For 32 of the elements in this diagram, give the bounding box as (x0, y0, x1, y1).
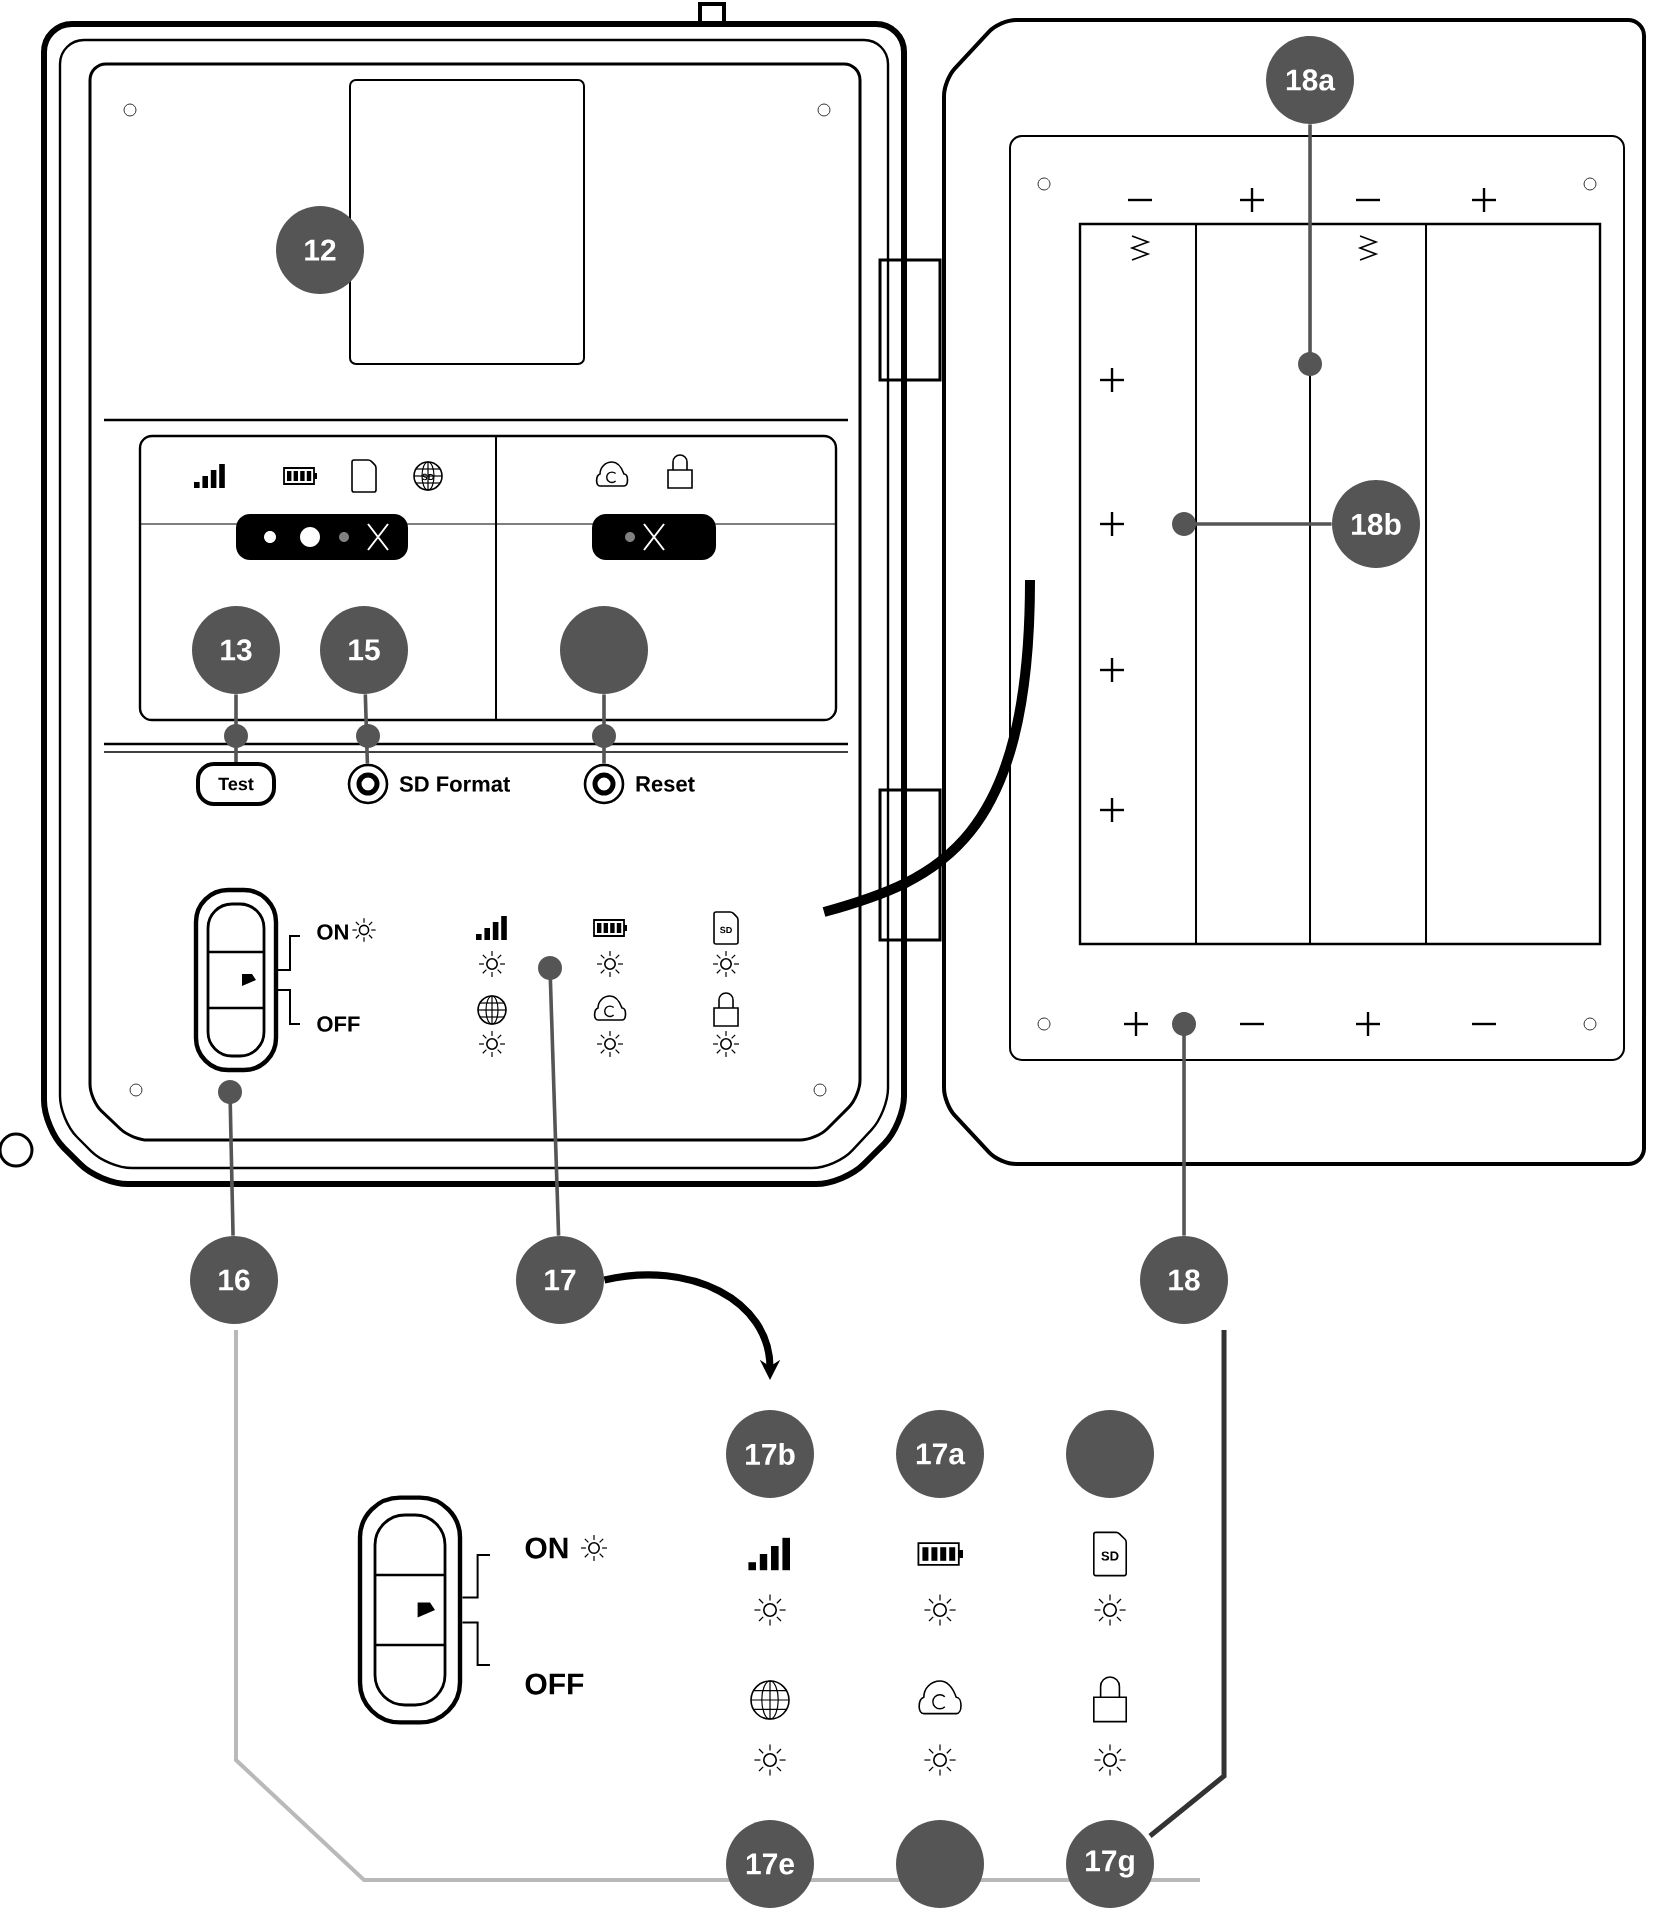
round-button (583, 763, 625, 805)
callout-number: 17b (726, 1410, 814, 1498)
leader-line (538, 956, 562, 1236)
callout-number: 17 (516, 1236, 604, 1324)
button-label: SD Format (399, 776, 510, 792)
callout-number: 17g (1066, 1820, 1154, 1908)
callout-number: 12 (276, 206, 364, 294)
leader-line (1172, 512, 1332, 536)
round-button (347, 763, 389, 805)
switch-label: ON (317, 924, 348, 940)
switch-label: OFF (525, 1673, 584, 1695)
callout-number: 18b (1332, 480, 1420, 568)
callout-number: 18a (1266, 36, 1354, 124)
callout-number: 15 (320, 606, 408, 694)
leader-line (218, 1080, 242, 1236)
callout-circle (1066, 1410, 1154, 1498)
callout-circle (560, 606, 648, 694)
callout-number: 16 (190, 1236, 278, 1324)
switch-label: OFF (317, 1016, 360, 1032)
leader-line (592, 694, 616, 764)
switch-label: ON (525, 1537, 568, 1559)
callout-number: 17a (896, 1410, 984, 1498)
callout-number: 13 (192, 606, 280, 694)
button-label: Reset (636, 776, 695, 792)
callout-number: 18 (1140, 1236, 1228, 1324)
callout-circle (896, 1820, 984, 1908)
test-button: Test (196, 762, 276, 806)
leader-line (224, 694, 248, 762)
leader-line (1172, 1012, 1196, 1236)
leader-line (356, 694, 380, 764)
callout-number: 17e (726, 1820, 814, 1908)
leader-line (1298, 124, 1322, 376)
